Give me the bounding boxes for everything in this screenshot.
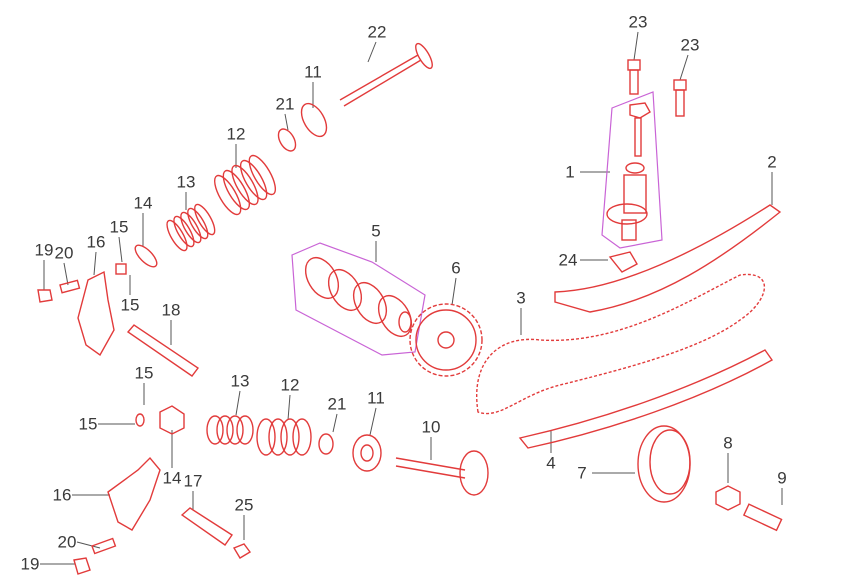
valve-22 — [339, 42, 433, 107]
label-23: 23 — [680, 35, 700, 55]
label-21: 21 — [275, 94, 295, 114]
label-5: 5 — [371, 221, 381, 241]
cotter-21 — [277, 128, 297, 152]
seat-14b — [159, 405, 185, 435]
label-12: 12 — [226, 124, 246, 144]
label-20: 20 — [57, 532, 77, 552]
label-19: 19 — [20, 554, 40, 574]
spring-12 — [213, 154, 277, 216]
label-25: 25 — [234, 495, 254, 515]
gasket-24 — [608, 251, 638, 273]
bolt-23b — [673, 79, 687, 117]
label-20: 20 — [54, 243, 74, 263]
label-22: 22 — [367, 22, 387, 42]
label-1: 1 — [565, 162, 575, 182]
label-10: 10 — [421, 417, 441, 437]
nut-8 — [715, 485, 741, 511]
label-17: 17 — [183, 471, 203, 491]
rocker-16a — [77, 270, 115, 357]
label-16: 16 — [52, 485, 72, 505]
label-15: 15 — [78, 414, 98, 434]
clip-15 — [115, 263, 127, 275]
label-15: 15 — [109, 217, 129, 237]
label-18: 18 — [161, 300, 181, 320]
valve-10 — [395, 450, 489, 496]
clip-15b — [135, 413, 145, 427]
label-6: 6 — [451, 258, 461, 278]
screw-20a — [59, 279, 81, 294]
label-7: 7 — [577, 463, 587, 483]
spring-13b — [206, 415, 254, 445]
label-21: 21 — [327, 394, 347, 414]
label-9: 9 — [777, 468, 787, 488]
spring-13 — [166, 203, 216, 252]
label-12: 12 — [280, 375, 300, 395]
cotter-21b — [318, 433, 334, 455]
screw-20b — [91, 537, 117, 555]
label-11: 11 — [304, 62, 322, 82]
gear-7 — [637, 425, 691, 503]
nut-19b — [73, 557, 91, 575]
rocker-16b — [107, 456, 161, 531]
chain-3 — [476, 273, 766, 415]
label-11: 11 — [367, 388, 385, 408]
label-19: 19 — [34, 240, 54, 260]
label-8: 8 — [723, 433, 733, 453]
leader-lines — [40, 31, 783, 565]
part-25 — [232, 543, 252, 559]
nut-19a — [37, 289, 53, 303]
label-24: 24 — [558, 250, 578, 270]
camshaft-5 — [304, 257, 413, 337]
tensioner-1 — [606, 102, 651, 241]
shaft-17 — [180, 507, 233, 546]
spring-12b — [256, 418, 312, 456]
bolt-9 — [742, 503, 783, 532]
retainer-11 — [300, 102, 328, 138]
guide-2 — [554, 204, 782, 313]
label-15: 15 — [134, 363, 154, 383]
shaft-18 — [126, 324, 200, 377]
parts — [37, 42, 783, 575]
retainer-11b — [352, 434, 382, 472]
label-4: 4 — [546, 453, 556, 473]
label-23: 23 — [628, 12, 648, 32]
label-2: 2 — [767, 152, 777, 172]
label-16: 16 — [86, 232, 106, 252]
bolt-23a — [627, 59, 641, 95]
tensioner-group-box — [601, 91, 663, 249]
label-14: 14 — [162, 468, 182, 488]
sprocket-6 — [409, 303, 483, 377]
label-13: 13 — [230, 371, 250, 391]
label-14: 14 — [133, 193, 153, 213]
seat-14 — [134, 244, 158, 268]
guide-4 — [518, 349, 774, 449]
label-3: 3 — [516, 288, 526, 308]
camshaft-group-box — [291, 242, 426, 356]
label-13: 13 — [176, 172, 196, 192]
label-15: 15 — [120, 295, 140, 315]
